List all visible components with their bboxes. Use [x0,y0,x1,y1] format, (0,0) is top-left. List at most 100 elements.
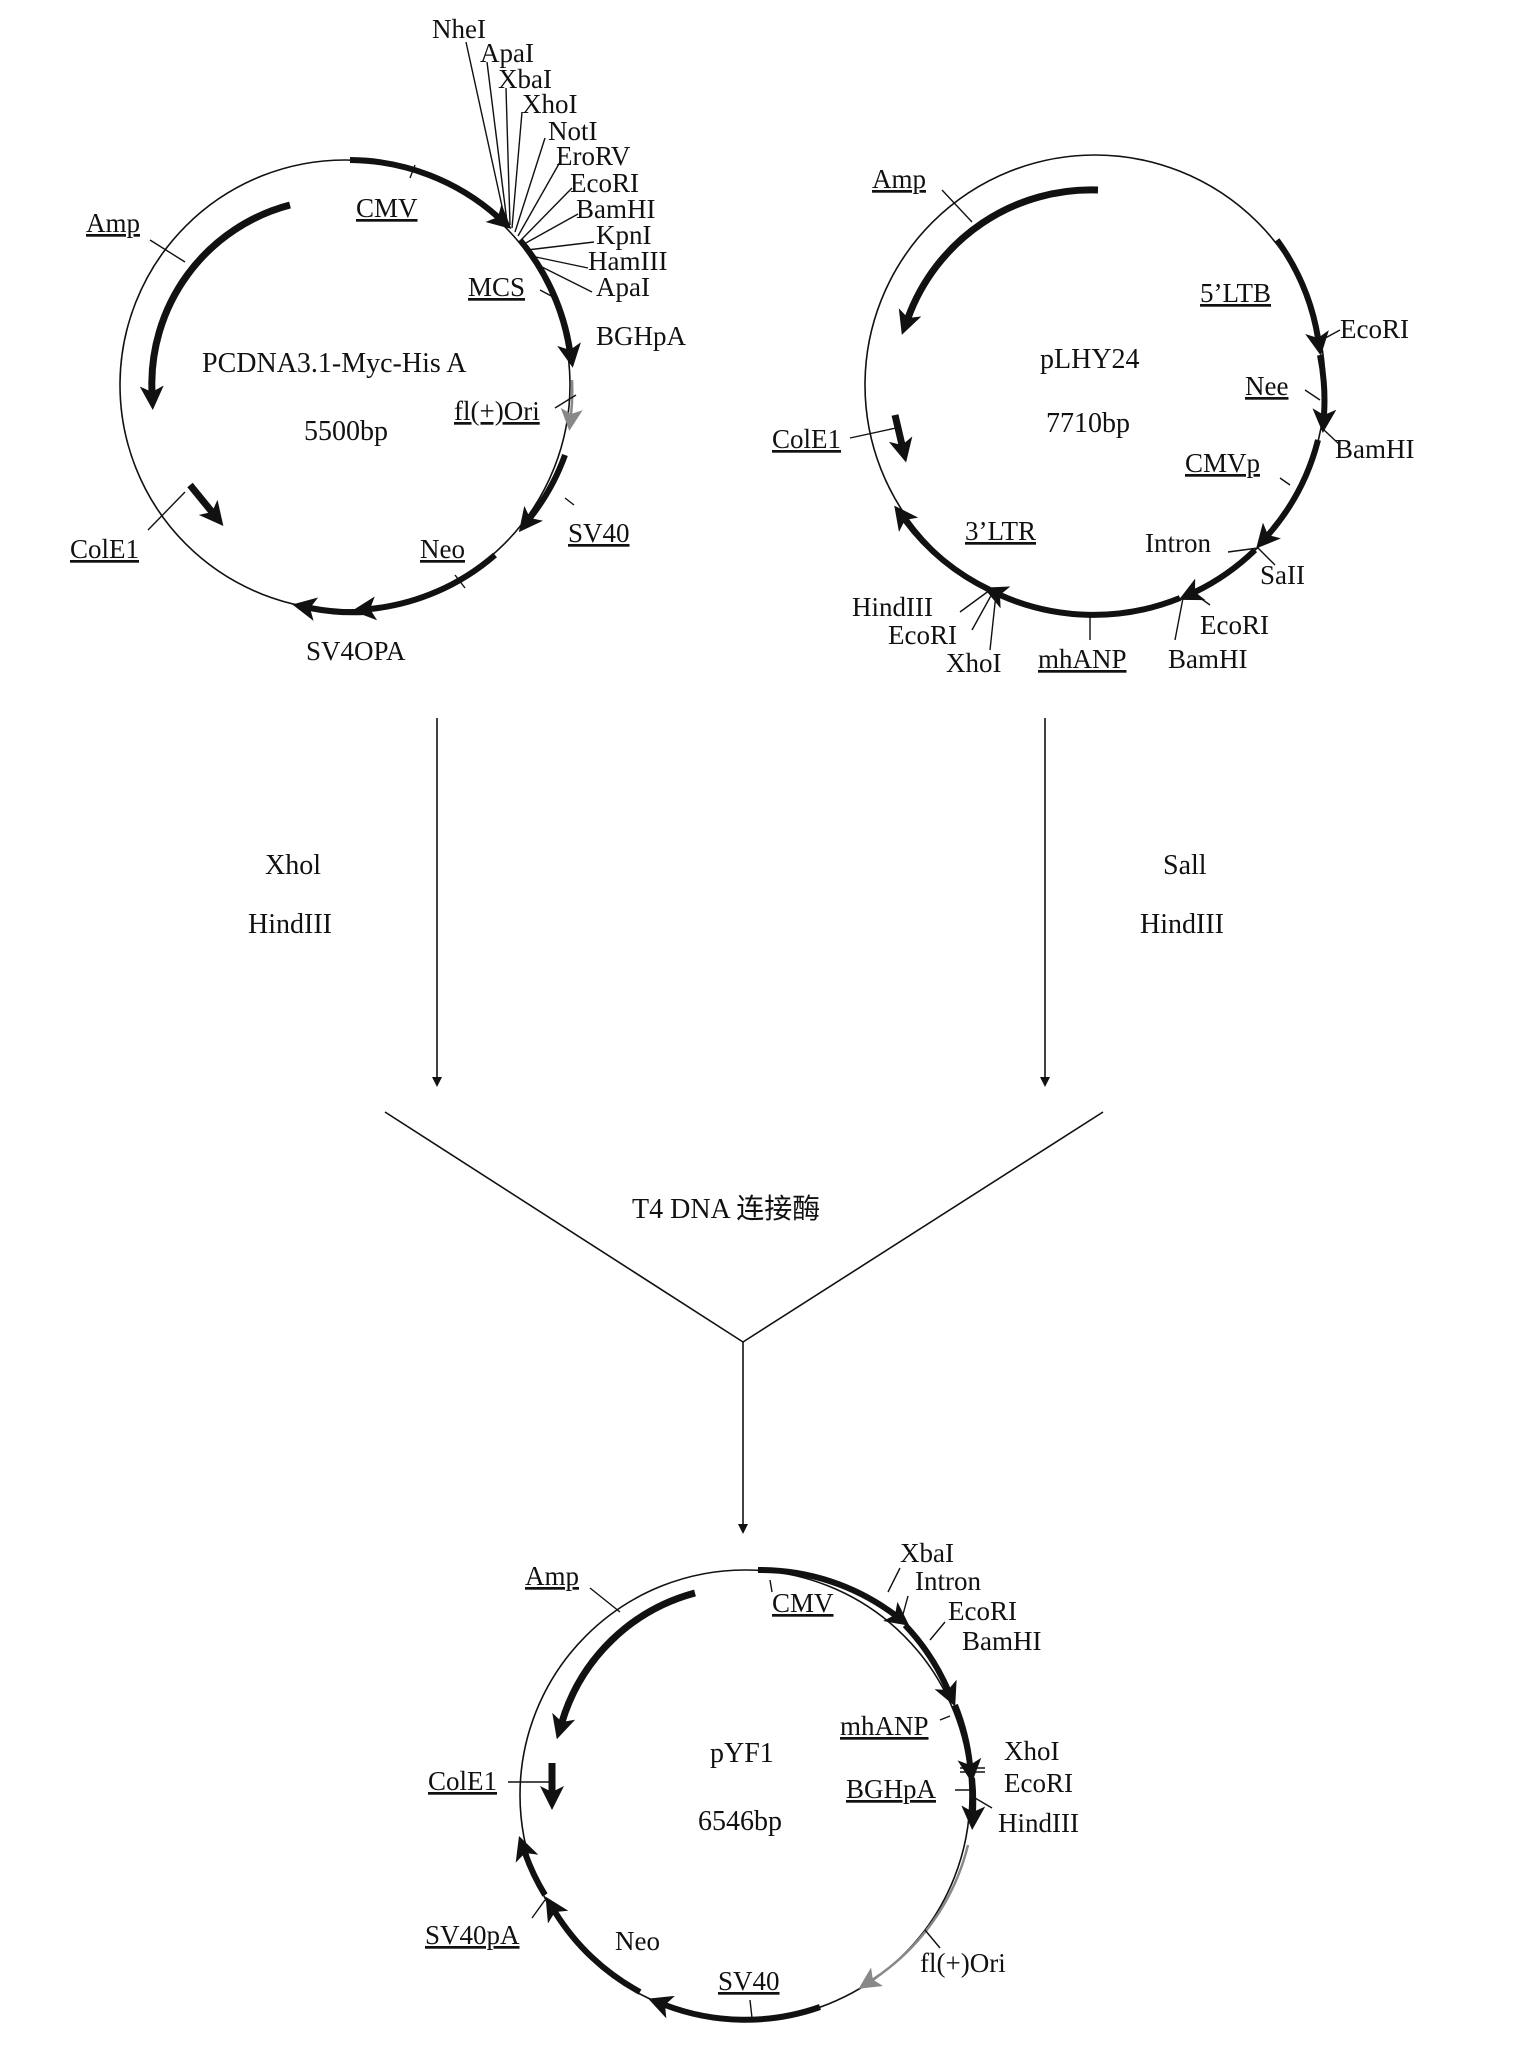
mhanp-arrow [983,586,1182,618]
f1ori-leader [924,1929,941,1949]
neo-leader [454,574,466,589]
cmv-arrow [757,1566,910,1626]
sv40pa-label: SV40pA [425,1920,520,1950]
ecori2-label: EcoRI [1200,610,1269,640]
sali-leader [1257,547,1276,566]
cole1-label: ColE1 [772,424,841,454]
cole1-arrow [888,414,913,463]
cole1-leader [147,491,186,531]
site-label-7: EcoRI [570,168,639,198]
plasmid-backbone [119,159,571,611]
f1ori-label: fl(+)Ori [920,1948,1006,1978]
right-enzyme-1: Sall [1163,850,1207,881]
cole1-label: ColE1 [428,1766,497,1796]
neo-label: Neo [420,534,465,564]
site-label-10: HamIII [588,246,667,276]
bamhi-leader [1323,429,1341,446]
ltr5-label: 5’LTB [1200,278,1271,308]
xbai-leader [887,1567,901,1593]
sv40pa-arrow [292,597,366,621]
funnel-left [384,1111,744,1343]
sali-label: SaII [1260,560,1305,590]
nee-arrow [1312,354,1337,433]
hindiii-label: HindIII [998,1808,1079,1838]
sv40-label: SV40 [718,1966,780,1996]
site-label-9: KpnI [596,220,652,250]
intron-label: Intron [1145,528,1211,558]
plasmid-pyf1: Amp CMV XbaI Intron EcoRI BamHI mhANP Xh… [425,1538,1079,2023]
amp-label: Amp [872,164,926,194]
cmv-leader [409,164,416,179]
ecori3-label: EcoRI [888,620,957,650]
plasmid-plhy24: Amp 5’LTB EcoRI Nee BamHI CMVp Intron Sa… [772,154,1414,678]
ecori3-leader [971,591,994,631]
plasmid-pcdna31: NheI ApaI XbaI XhoI NotI EroRV EcoRI Bam… [70,14,687,666]
plasmid-name: PCDNA3.1-Myc-His A [202,348,467,379]
ecori2-leader [1195,594,1211,606]
amp-leader [941,189,973,223]
sv40pa-leader [531,1899,546,1919]
nee-leader [1304,389,1321,401]
xhoi-label: XhoI [1004,1736,1060,1766]
site-label-4: XhoI [522,89,578,119]
site-label-1: NheI [432,14,486,44]
site-label-5: NotI [548,116,598,146]
cole1-leader [849,427,897,439]
sv40-arrow [518,453,568,533]
plasmid-name: pLHY24 [1040,344,1140,375]
intron-leader [901,1595,909,1619]
cmvp-leader [1279,477,1291,486]
site-label-11: ApaI [596,272,650,302]
cmv-label: CMV [772,1588,834,1618]
f1ori-leader [554,394,577,409]
ecori1-label: EcoRI [948,1596,1017,1626]
hindiii-leader [959,589,991,613]
ltr5-arrow [1274,238,1329,356]
sv40-arrow [648,1995,821,2023]
bamhi-label: BamHI [962,1626,1041,1656]
mhanp-label: mhANP [840,1711,929,1741]
site-label-8: BamHI [576,194,655,224]
amp-leader [589,1587,621,1613]
mhanp-arrow [952,1703,982,1783]
plasmid-size: 7710bp [1046,408,1130,439]
bamhi2-label: BamHI [1168,644,1247,674]
site-label-6: EroRV [556,141,631,171]
hindiii-label: HindIII [852,592,933,622]
bamhi2-leader [1174,597,1184,641]
left-enzyme-2: HindIII [248,909,332,940]
intron-leader [1227,547,1259,553]
f1ori-arrow [858,1844,970,1989]
mhanp-label: mhANP [1038,644,1127,674]
nee-label: Nee [1245,371,1288,401]
cole1-arrow [187,482,224,526]
f1ori-label: fl(+)Ori [454,396,540,426]
ecori-leader [929,1621,946,1641]
plasmid-name: pYF1 [710,1738,774,1769]
mcs-site-leaders [465,41,595,293]
amp-arrow [898,186,1099,335]
plasmid-size: 6546bp [698,1806,782,1837]
xhoi-leader [989,593,997,651]
xhoi-label: XhoI [946,648,1002,678]
ltr3-arrow [894,505,992,593]
ecori1-label: EcoRI [1340,314,1409,344]
xbai-label: XbaI [900,1538,954,1568]
amp-label: Amp [86,208,140,238]
intron-arrow [902,1622,957,1707]
amp-label: Amp [525,1561,579,1591]
sv40-leader [749,1999,753,2019]
mcs-leader [539,289,556,299]
funnel-right [742,1111,1104,1343]
cole1-label: ColE1 [70,534,139,564]
mcs-label: MCS [468,272,525,302]
plasmid-size: 5500bp [304,416,388,447]
sv40pa-label: SV4OPA [306,636,406,666]
bghpa-arrow [517,238,581,368]
cmv-arrow [349,157,512,229]
digestion-arrows: Xhol HindIII Sall HindIII T4 DNA 连接酶 [248,718,1224,1534]
cmv-label: CMV [356,193,418,223]
bghpa-label: BGHpA [846,1774,937,1804]
ltr3-label: 3’LTR [965,516,1036,546]
